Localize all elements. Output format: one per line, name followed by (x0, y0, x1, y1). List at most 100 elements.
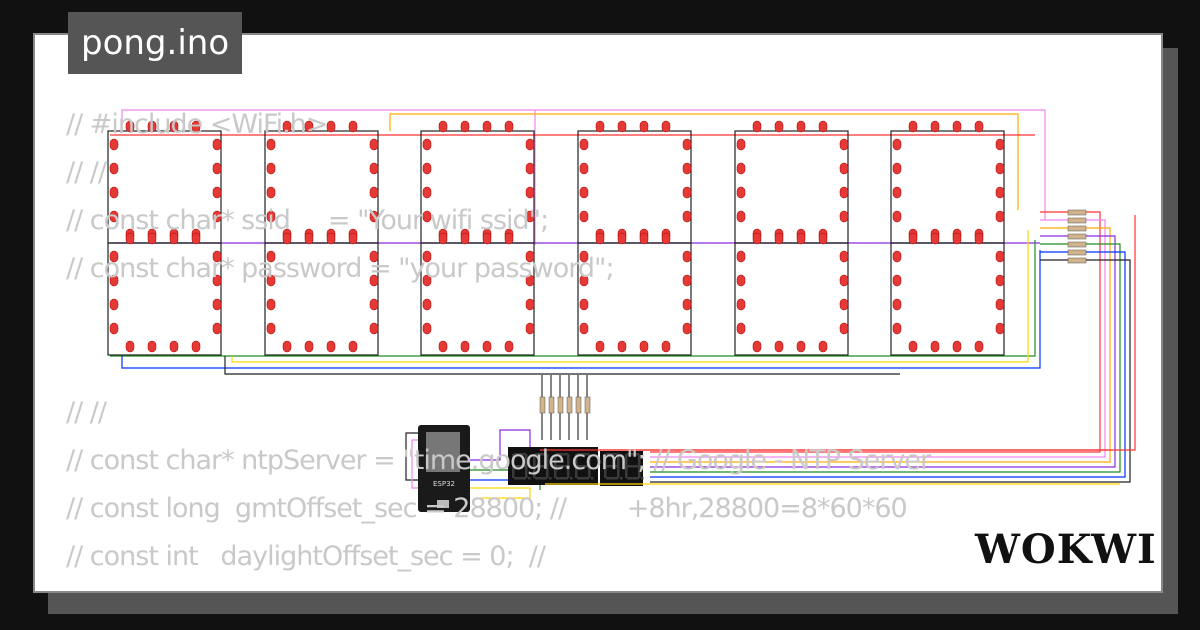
led (348, 340, 358, 353)
led (369, 210, 379, 223)
led (818, 340, 828, 353)
resistor (557, 396, 564, 414)
wire (470, 429, 531, 461)
led (892, 274, 902, 287)
led (661, 120, 671, 133)
led (109, 138, 119, 151)
led (125, 340, 135, 353)
led (369, 162, 379, 175)
segment (575, 454, 578, 466)
led (818, 120, 828, 133)
led (579, 186, 589, 199)
led (525, 250, 535, 263)
led (109, 274, 119, 287)
esp32-label: ESP32 (433, 480, 455, 488)
led (839, 250, 849, 263)
led (995, 138, 1005, 151)
led (191, 340, 201, 353)
led (125, 120, 135, 133)
led (369, 138, 379, 151)
segment (606, 477, 618, 480)
led (109, 250, 119, 263)
led (752, 120, 762, 133)
led (952, 120, 962, 133)
led (369, 274, 379, 287)
led (736, 162, 746, 175)
segment (606, 453, 618, 456)
led (930, 232, 940, 245)
led (266, 322, 276, 335)
led (995, 162, 1005, 175)
led (796, 232, 806, 245)
led (369, 250, 379, 263)
resistor (1067, 217, 1087, 224)
led (682, 274, 692, 287)
segment (554, 466, 557, 478)
wire (224, 356, 900, 375)
led (661, 340, 671, 353)
led (892, 322, 902, 335)
led (212, 322, 222, 335)
led (212, 186, 222, 199)
code-line: // const int daylightOffset_sec = 0; // (66, 541, 546, 572)
led (191, 232, 201, 245)
led (952, 232, 962, 245)
resistor (1067, 249, 1087, 256)
led (482, 340, 492, 353)
led (212, 162, 222, 175)
led (266, 298, 276, 311)
led (169, 340, 179, 353)
code-background: // #include <WiFi.h>// //// const char* … (66, 101, 931, 581)
led (579, 162, 589, 175)
led (266, 210, 276, 223)
led (617, 232, 627, 245)
segment (514, 465, 526, 468)
resistor (1067, 233, 1087, 240)
wire (470, 487, 531, 499)
led (212, 274, 222, 287)
led (736, 250, 746, 263)
code-line: // const char* ntpServer = "time.google.… (66, 445, 931, 476)
segment-dot (641, 477, 644, 480)
led (974, 340, 984, 353)
led (930, 340, 940, 353)
led (460, 232, 470, 245)
led (282, 232, 292, 245)
resistor (575, 396, 582, 414)
led (109, 210, 119, 223)
wire (121, 250, 1041, 369)
led (422, 322, 432, 335)
segment (617, 466, 620, 478)
led (595, 232, 605, 245)
resistor (1067, 257, 1087, 264)
code-line (66, 293, 930, 341)
code-line: // const char* password = "your password… (66, 253, 615, 284)
led (682, 186, 692, 199)
led (974, 120, 984, 133)
led (422, 162, 432, 175)
resistor (1067, 241, 1087, 248)
led (504, 232, 514, 245)
segment (533, 454, 536, 466)
led (736, 186, 746, 199)
led (304, 232, 314, 245)
led (326, 232, 336, 245)
led (438, 232, 448, 245)
led (266, 162, 276, 175)
led (326, 120, 336, 133)
wire (411, 439, 420, 489)
led (995, 274, 1005, 287)
led (460, 340, 470, 353)
segment (535, 465, 547, 468)
led (525, 186, 535, 199)
led (109, 162, 119, 175)
led (839, 138, 849, 151)
segment-dot (620, 477, 623, 480)
led (736, 298, 746, 311)
led-matrix-cell (264, 242, 379, 356)
led (369, 298, 379, 311)
wire (110, 240, 1036, 357)
led (125, 232, 135, 245)
led-matrix-cell (890, 242, 1005, 356)
led (109, 298, 119, 311)
